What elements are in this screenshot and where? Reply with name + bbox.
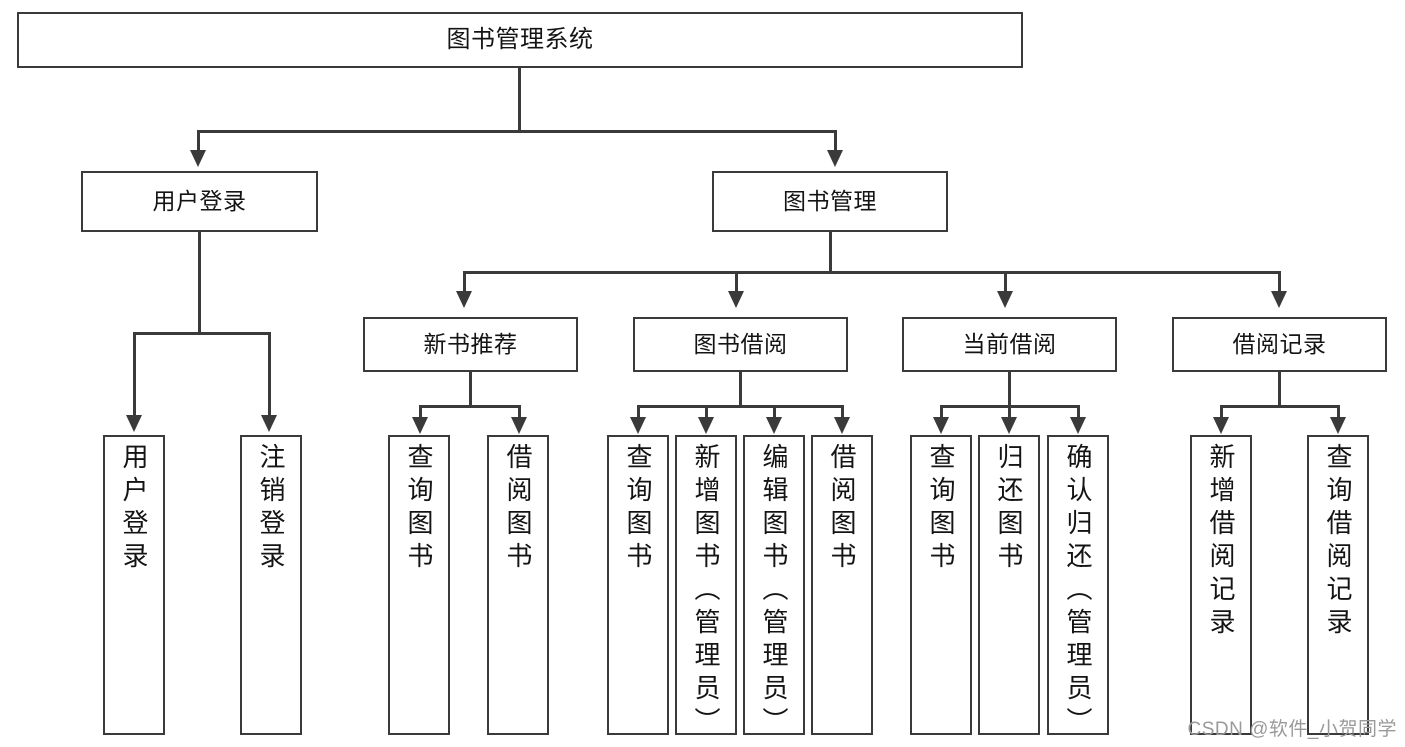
connector-cb-drop-2 <box>1008 405 1011 419</box>
arrow-to-borrow-record <box>1271 291 1287 308</box>
connector-bb-drop-2 <box>705 405 708 419</box>
leaf-currentborrow-confirm-return[interactable]: 确认归还（管理员） <box>1047 435 1109 740</box>
leaf-currentborrow-query-book[interactable]: 查询图书 <box>910 435 972 735</box>
leaf-logout[interactable]: 注销登录 <box>240 435 302 735</box>
connector-root-stem <box>518 68 521 132</box>
arrow-to-leaf-cb-1 <box>933 417 949 434</box>
node-label: 图书借阅 <box>693 331 788 358</box>
connector-bb-drop-4 <box>841 405 844 419</box>
arrow-to-new-book <box>456 291 472 308</box>
connector-bm-drop-3 <box>1004 271 1007 293</box>
connector-root-drop-left <box>197 130 200 152</box>
node-label: 用户登录 <box>152 188 247 215</box>
connector-newbook-bus <box>419 405 521 408</box>
arrow-to-leaf-bb-1 <box>630 417 646 434</box>
node-root-system[interactable]: 图书管理系统 <box>17 12 1023 68</box>
leaf-newbook-query-book[interactable]: 查询图书 <box>388 435 450 735</box>
connector-user-login-drop-1 <box>133 332 136 417</box>
leaf-bookborrow-add-book[interactable]: 新增图书（管理员） <box>675 435 737 740</box>
arrow-to-book-borrow <box>728 291 744 308</box>
node-label: 编辑图书（管理员） <box>759 443 789 740</box>
leaf-newbook-borrow-book[interactable]: 借阅图书 <box>487 435 549 735</box>
node-label: 图书管理 <box>783 188 877 215</box>
arrow-to-leaf-bb-4 <box>834 417 850 434</box>
arrow-to-leaf-br-1 <box>1213 417 1229 434</box>
node-label: 查询借阅记录 <box>1323 443 1353 641</box>
leaf-bookborrow-edit-book[interactable]: 编辑图书（管理员） <box>743 435 805 740</box>
arrow-to-leaf-cb-2 <box>1001 417 1017 434</box>
node-label: 借阅记录 <box>1232 331 1327 358</box>
connector-book-manage-bus <box>463 271 1281 274</box>
node-label: 图书管理系统 <box>446 26 594 54</box>
connector-book-manage-stem <box>829 232 832 274</box>
node-book-borrow[interactable]: 图书借阅 <box>633 317 848 372</box>
connector-bm-drop-4 <box>1278 271 1281 293</box>
connector-user-login-stem <box>198 232 201 334</box>
arrow-to-leaf-nb-2 <box>511 417 527 434</box>
leaf-bookborrow-borrow-book[interactable]: 借阅图书 <box>811 435 873 735</box>
node-new-book-recommend[interactable]: 新书推荐 <box>363 317 578 372</box>
connector-br-drop-1 <box>1220 405 1223 419</box>
leaf-borrowrecord-query-record[interactable]: 查询借阅记录 <box>1307 435 1369 735</box>
node-label: 查询图书 <box>404 443 434 575</box>
connector-bm-drop-1 <box>463 271 466 293</box>
node-label: 新增借阅记录 <box>1206 443 1236 641</box>
node-label: 确认归还（管理员） <box>1063 443 1093 740</box>
node-label: 查询图书 <box>623 443 653 575</box>
node-label: 借阅图书 <box>503 443 533 575</box>
connector-bookborrow-bus <box>637 405 844 408</box>
connector-root-drop-right <box>834 130 837 152</box>
arrow-to-leaf-user-login <box>126 415 142 432</box>
node-current-borrow[interactable]: 当前借阅 <box>902 317 1117 372</box>
arrow-to-leaf-logout <box>261 415 277 432</box>
node-label: 用户登录 <box>119 443 149 575</box>
connector-user-login-bus <box>133 332 270 335</box>
connector-bm-drop-2 <box>735 271 738 293</box>
node-borrow-record[interactable]: 借阅记录 <box>1172 317 1387 372</box>
connector-br-drop-2 <box>1337 405 1340 419</box>
connector-cb-drop-1 <box>940 405 943 419</box>
arrow-to-leaf-br-2 <box>1330 417 1346 434</box>
node-label: 新增图书（管理员） <box>691 443 721 740</box>
connector-bookborrow-stem <box>739 372 742 406</box>
arrow-to-leaf-nb-1 <box>412 417 428 434</box>
csdn-watermark: CSDN @软件_小贺同学 <box>1187 719 1397 740</box>
connector-borrowrecord-stem <box>1278 372 1281 406</box>
leaf-user-login[interactable]: 用户登录 <box>103 435 165 735</box>
arrow-to-current-borrow <box>997 291 1013 308</box>
connector-borrowrecord-bus <box>1220 405 1340 408</box>
connector-newbook-drop-1 <box>419 405 422 419</box>
connector-bb-drop-3 <box>773 405 776 419</box>
leaf-currentborrow-return-book[interactable]: 归还图书 <box>978 435 1040 735</box>
arrow-to-leaf-cb-3 <box>1070 417 1086 434</box>
connector-newbook-stem <box>469 372 472 406</box>
node-label: 新书推荐 <box>423 331 518 358</box>
node-label: 查询图书 <box>926 443 956 575</box>
leaf-bookborrow-query-book[interactable]: 查询图书 <box>607 435 669 735</box>
node-label: 借阅图书 <box>827 443 857 575</box>
connector-currentborrow-stem <box>1008 372 1011 406</box>
connector-cb-drop-3 <box>1077 405 1080 419</box>
leaf-borrowrecord-add-record[interactable]: 新增借阅记录 <box>1190 435 1252 735</box>
arrow-to-leaf-bb-2 <box>698 417 714 434</box>
arrow-to-leaf-bb-3 <box>766 417 782 434</box>
connector-root-bus <box>197 130 837 133</box>
node-label: 归还图书 <box>994 443 1024 575</box>
arrow-to-book-manage <box>827 150 843 167</box>
node-label: 注销登录 <box>256 443 286 575</box>
node-label: 当前借阅 <box>962 331 1057 358</box>
connector-newbook-drop-2 <box>518 405 521 419</box>
node-book-manage[interactable]: 图书管理 <box>712 171 948 232</box>
connector-user-login-drop-2 <box>268 332 271 417</box>
node-user-login[interactable]: 用户登录 <box>81 171 318 232</box>
arrow-to-user-login <box>190 150 206 167</box>
connector-bb-drop-1 <box>637 405 640 419</box>
